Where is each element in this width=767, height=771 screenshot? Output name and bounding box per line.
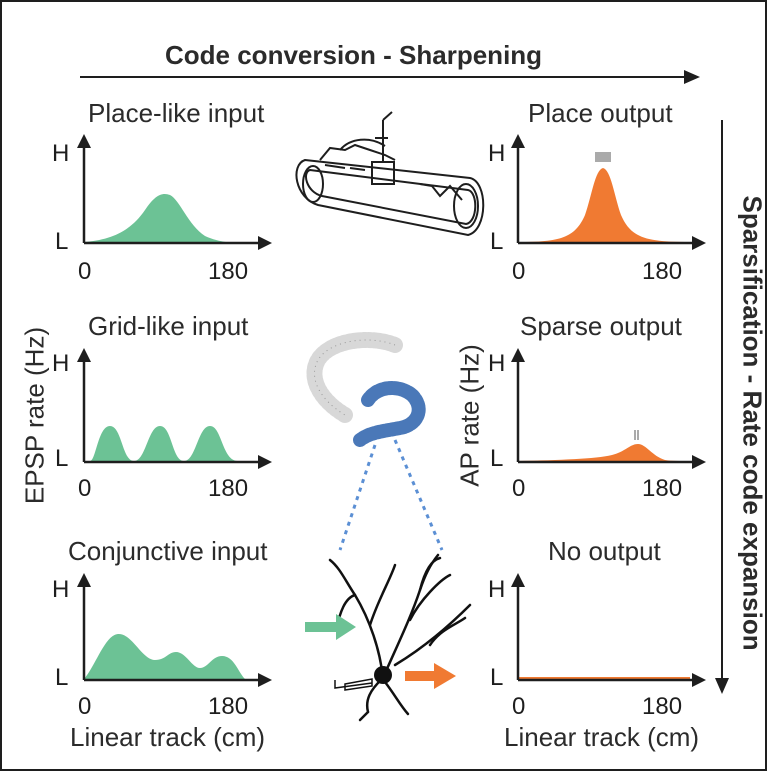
conj-input-chart [77, 573, 272, 687]
right-xlabel: Linear track (cm) [504, 722, 700, 752]
conj-input-title: Conjunctive input [68, 536, 268, 566]
hippocampus-illustration [306, 332, 426, 447]
place-input-curve [84, 193, 245, 243]
grid-input-curve [84, 426, 238, 461]
right-arrow [715, 120, 729, 694]
neuron-illustration [328, 553, 472, 722]
y-low-label: L [55, 664, 69, 691]
conj-input-curve [84, 633, 245, 679]
top-title: Code conversion - Sharpening [165, 40, 543, 70]
place-output-chart [511, 134, 706, 250]
sparse-output-curve [518, 444, 690, 462]
x-max-tick: 180 [208, 475, 249, 502]
neuron-soma [374, 666, 392, 684]
x-max-tick: 180 [208, 258, 249, 285]
no-output-curve [518, 677, 690, 680]
x-min-tick: 0 [512, 258, 526, 285]
top-arrow [80, 70, 700, 84]
y-high-label: H [52, 140, 70, 167]
place-input-chart [77, 134, 272, 250]
y-low-label: L [55, 228, 69, 255]
no-output-title: No output [548, 536, 661, 566]
x-min-tick: 0 [512, 693, 526, 720]
place-input-title: Place-like input [88, 98, 265, 128]
y-low-label: L [490, 664, 504, 691]
spike-raster [595, 152, 611, 162]
sparse-output-title: Sparse output [520, 311, 682, 341]
y-high-label: H [52, 576, 70, 603]
place-output-curve [518, 168, 690, 243]
input-arrow-icon [305, 614, 356, 640]
spike-raster [634, 430, 639, 440]
output-arrow-icon [405, 663, 456, 689]
x-max-tick: 180 [642, 258, 683, 285]
y-high-label: H [488, 350, 506, 377]
x-max-tick: 180 [642, 475, 683, 502]
x-max-tick: 180 [208, 693, 249, 720]
left-xlabel: Linear track (cm) [70, 722, 266, 752]
dashed-connector-lines [338, 439, 444, 551]
sparse-output-chart [511, 348, 706, 469]
electrode-icon [334, 678, 373, 691]
y-low-label: L [490, 228, 504, 255]
x-max-tick: 180 [642, 693, 683, 720]
grid-input-title: Grid-like input [88, 311, 249, 341]
treadmill-mouse-illustration [295, 111, 485, 237]
y-high-label: H [52, 350, 70, 377]
x-min-tick: 0 [78, 693, 92, 720]
x-min-tick: 0 [512, 475, 526, 502]
place-output-title: Place output [528, 98, 673, 128]
y-high-label: H [488, 576, 506, 603]
x-min-tick: 0 [78, 258, 92, 285]
no-output-chart [511, 573, 706, 687]
y-low-label: L [490, 445, 504, 472]
x-min-tick: 0 [78, 475, 92, 502]
grid-input-chart [77, 348, 272, 469]
y-high-label: H [488, 140, 506, 167]
y-low-label: L [55, 445, 69, 472]
